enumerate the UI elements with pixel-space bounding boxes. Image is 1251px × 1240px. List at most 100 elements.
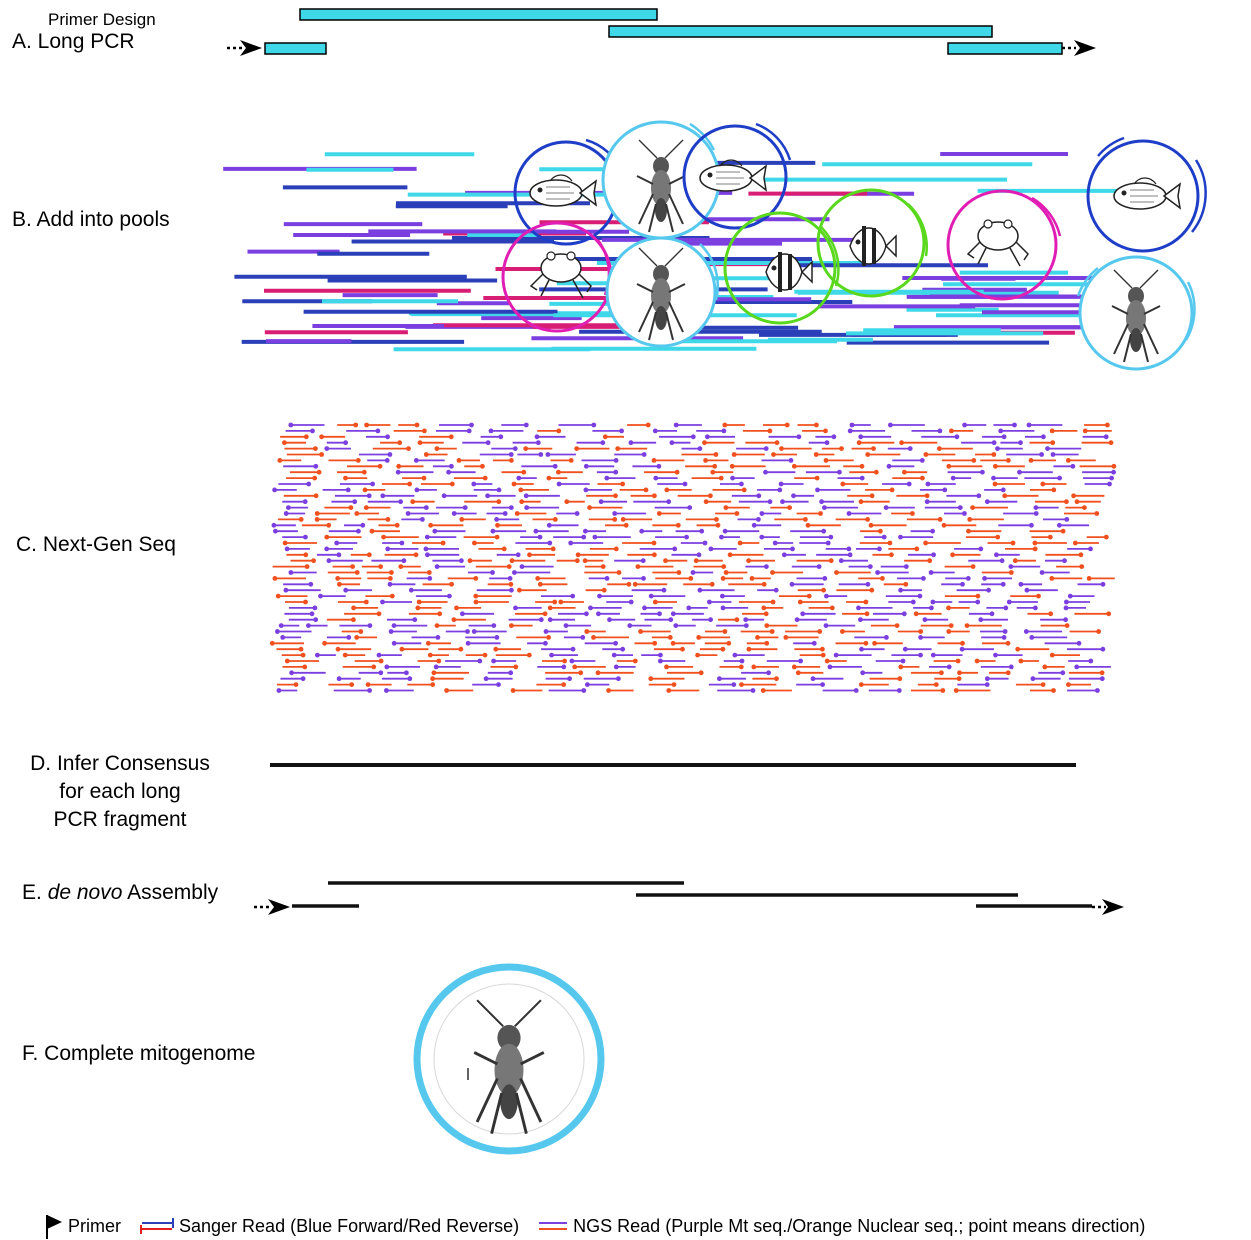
ngs-read-direction-dot <box>708 546 714 552</box>
ngs-read-direction-dot <box>547 605 553 611</box>
ngs-read-direction-dot <box>569 658 575 664</box>
ngs-read-direction-dot <box>670 611 676 617</box>
ngs-read-direction-dot <box>378 670 384 676</box>
ngs-read-direction-dot <box>803 517 808 522</box>
ngs-read-direction-dot <box>431 670 437 676</box>
ngs-read-direction-dot <box>313 617 319 623</box>
ngs-read-direction-dot <box>1065 458 1071 463</box>
ngs-read-direction-dot <box>657 611 662 617</box>
ngs-read-direction-dot <box>764 564 769 569</box>
ngs-read-direction-dot <box>597 593 602 599</box>
ngs-read-direction-dot <box>956 676 962 682</box>
ngs-read-direction-dot <box>336 676 342 682</box>
ngs-read-direction-dot <box>612 511 618 516</box>
ngs-read-direction-dot <box>583 528 588 534</box>
ngs-read-direction-dot <box>697 446 703 451</box>
ngs-read-direction-dot <box>980 469 985 475</box>
ngs-read-direction-dot <box>515 552 521 558</box>
ngs-read-direction-dot <box>839 446 844 451</box>
ngs-read-direction-dot <box>702 540 708 546</box>
ngs-read-direction-dot <box>941 522 947 528</box>
ngs-read-direction-dot <box>828 534 834 540</box>
ngs-read-direction-dot <box>312 605 318 611</box>
ngs-read-direction-dot <box>858 434 864 440</box>
ngs-read-direction-dot <box>387 581 393 587</box>
ngs-read-direction-dot <box>930 599 936 605</box>
ngs-read-direction-dot <box>760 688 766 693</box>
ngs-read-direction-dot <box>550 546 556 552</box>
ngs-read-direction-dot <box>673 623 679 628</box>
mitogenome-circle <box>413 963 605 1155</box>
ngs-read-direction-dot <box>312 475 318 481</box>
ngs-read-direction-dot <box>648 593 654 599</box>
ngs-read-direction-dot <box>822 576 828 581</box>
ngs-read-direction-dot <box>611 652 617 658</box>
ngs-read-direction-dot <box>1066 682 1071 687</box>
ngs-read-direction-dot <box>377 463 383 469</box>
ngs-read-direction-dot <box>367 688 372 693</box>
ngs-read-direction-dot <box>588 605 593 611</box>
ngs-read-direction-dot <box>423 505 429 510</box>
ngs-read-direction-dot <box>616 570 622 575</box>
ngs-read-direction-dot <box>516 475 522 481</box>
ngs-read-direction-dot <box>827 664 833 670</box>
ngs-read-direction-dot <box>546 475 552 481</box>
pools-circles <box>501 120 1207 371</box>
ngs-read-direction-dot <box>494 635 500 640</box>
ngs-read-direction-dot <box>1107 481 1112 487</box>
ngs-read-direction-dot <box>570 593 576 599</box>
ngs-read-direction-dot <box>652 428 658 434</box>
ngs-read-direction-dot <box>940 688 946 693</box>
sanger-read-icon <box>140 1218 174 1234</box>
ngs-read-direction-dot <box>823 458 829 463</box>
arrow-icon <box>1102 899 1124 915</box>
ngs-read-direction-dot <box>784 422 790 428</box>
ngs-read-direction-dot <box>881 534 887 540</box>
ngs-read-direction-dot <box>820 682 825 687</box>
ngs-read-direction-dot <box>433 664 439 670</box>
ngs-read-direction-dot <box>493 646 499 652</box>
ngs-read-direction-dot <box>773 587 779 593</box>
ngs-read-direction-dot <box>519 564 525 569</box>
ngs-read-direction-dot <box>303 434 309 440</box>
ngs-read-direction-dot <box>275 593 281 599</box>
ngs-read-direction-dot <box>913 611 919 617</box>
ngs-read-direction-dot <box>365 682 371 687</box>
ngs-read-direction-dot <box>924 499 930 505</box>
ngs-read-direction-dot <box>318 593 323 599</box>
ngs-read-direction-dot <box>446 469 451 475</box>
ngs-read-direction-dot <box>1018 581 1024 587</box>
ngs-read-direction-dot <box>367 623 373 628</box>
ngs-read-direction-dot <box>927 558 933 564</box>
ngs-read-direction-dot <box>556 481 562 487</box>
ngs-read-direction-dot <box>613 546 619 552</box>
ngs-read-direction-dot <box>779 446 784 451</box>
ngs-read-direction-dot <box>962 422 967 428</box>
ngs-read-direction-dot <box>656 463 662 469</box>
ngs-read-direction-dot <box>1095 688 1100 693</box>
ngs-read-direction-dot <box>833 652 839 658</box>
ngs-read-direction-dot <box>813 452 819 457</box>
step-e-suffix: Assembly <box>122 881 219 904</box>
ngs-read-direction-dot <box>456 458 462 463</box>
ngs-read-direction-dot <box>675 522 681 528</box>
ngs-read-direction-dot <box>750 688 756 693</box>
ngs-read-direction-dot <box>354 511 360 516</box>
ngs-read-direction-dot <box>828 558 834 564</box>
ngs-read-direction-dot <box>335 576 341 581</box>
ngs-read-direction-dot <box>612 517 618 522</box>
ngs-read-direction-dot <box>336 552 342 558</box>
ngs-read-direction-dot <box>887 540 893 546</box>
ngs-read-direction-dot <box>584 611 589 617</box>
ngs-read-direction-dot <box>607 617 612 623</box>
ngs-read-direction-dot <box>1064 499 1069 505</box>
ngs-read-direction-dot <box>354 570 360 575</box>
ngs-read-direction-dot <box>998 428 1004 434</box>
ngs-read-direction-dot <box>686 605 692 611</box>
ngs-read-direction-dot <box>867 564 873 569</box>
ngs-read-direction-dot <box>664 487 670 493</box>
ngs-read-direction-dot <box>690 434 696 440</box>
ngs-read-direction-dot <box>918 629 924 634</box>
ngs-read-direction-dot <box>413 458 419 463</box>
ngs-read-direction-dot <box>663 558 668 564</box>
